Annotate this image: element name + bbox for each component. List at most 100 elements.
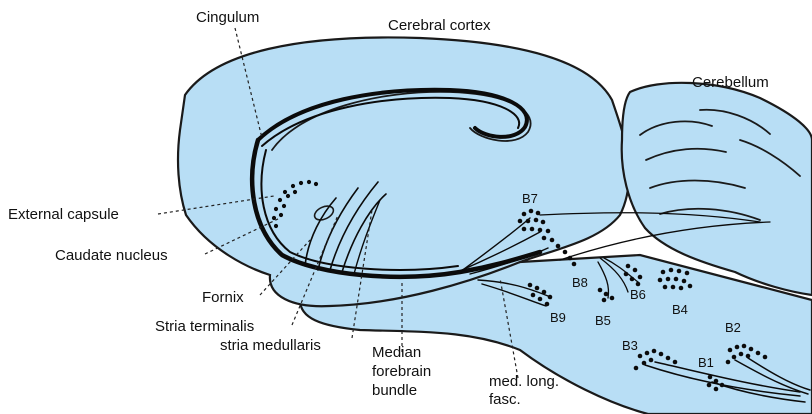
cell-dot xyxy=(714,387,719,392)
cell-dot xyxy=(550,238,555,243)
label-b4: B4 xyxy=(672,302,688,317)
cell-dot xyxy=(669,268,674,273)
cell-dot xyxy=(726,360,731,365)
label-b1: B1 xyxy=(698,355,714,370)
cell-dot xyxy=(282,204,286,208)
cell-dot xyxy=(659,352,664,357)
cell-dot xyxy=(545,302,550,307)
cell-dot xyxy=(636,282,641,287)
cell-dot xyxy=(542,236,547,241)
cell-dot xyxy=(548,295,553,300)
cell-dot xyxy=(604,292,609,297)
cell-dot xyxy=(728,348,733,353)
cell-dot xyxy=(677,269,682,274)
cell-dot xyxy=(732,355,737,360)
cell-dot xyxy=(658,278,663,283)
label-b8: B8 xyxy=(572,275,588,290)
label-cingulum: Cingulum xyxy=(196,9,259,26)
cell-dot xyxy=(708,375,713,380)
label-fornix: Fornix xyxy=(202,289,244,306)
cell-dot xyxy=(749,347,754,352)
cell-dot xyxy=(542,290,547,295)
cell-dot xyxy=(674,277,679,282)
label-external-capsule: External capsule xyxy=(8,206,119,223)
cell-dot xyxy=(714,379,719,384)
cell-dot xyxy=(735,345,740,350)
cell-dot xyxy=(541,220,546,225)
cell-dot xyxy=(685,271,690,276)
cell-dot xyxy=(720,383,725,388)
cell-dot xyxy=(688,284,693,289)
cell-dot xyxy=(742,344,747,349)
cell-dot xyxy=(666,277,671,282)
cell-dot xyxy=(307,180,311,184)
cell-dot xyxy=(598,288,603,293)
label-stria-medullaris: stria medullaris xyxy=(220,337,321,354)
cell-dot xyxy=(538,228,543,233)
cell-dot xyxy=(528,283,533,288)
cell-dot xyxy=(671,285,676,290)
cell-dot xyxy=(314,182,318,186)
label-b2: B2 xyxy=(725,320,741,335)
cell-dot xyxy=(602,298,607,303)
cell-dot xyxy=(546,229,551,234)
cell-dot xyxy=(756,351,761,356)
cell-dot xyxy=(530,227,535,232)
cell-dot xyxy=(679,286,684,291)
label-median-forebrain-bundle: Median forebrain bundle xyxy=(372,344,435,399)
cell-dot xyxy=(649,358,654,363)
label-b6: B6 xyxy=(630,287,646,302)
cell-dot xyxy=(283,190,287,194)
label-med-long-fasc: med. long. fasc. xyxy=(489,373,563,408)
cell-dot xyxy=(645,351,650,356)
label-cerebral-cortex: Cerebral cortex xyxy=(388,17,491,34)
label-b5: B5 xyxy=(595,313,611,328)
cell-dot xyxy=(291,184,295,188)
cell-dot xyxy=(610,296,615,301)
cell-dot xyxy=(556,244,561,249)
cell-dot xyxy=(652,349,657,354)
cell-dot xyxy=(522,212,527,217)
cell-dot xyxy=(299,181,303,185)
cell-dot xyxy=(522,227,527,232)
label-b9: B9 xyxy=(550,310,566,325)
cell-dot xyxy=(286,194,290,198)
cell-dot xyxy=(536,211,541,216)
cell-dot xyxy=(638,354,643,359)
cell-dot xyxy=(518,219,523,224)
label-b3: B3 xyxy=(622,338,638,353)
label-stria-terminalis: Stria terminalis xyxy=(155,318,254,335)
cell-dot xyxy=(572,262,577,267)
cell-dot xyxy=(531,293,536,298)
cell-dot xyxy=(633,268,638,273)
label-cerebellum: Cerebellum xyxy=(692,74,769,91)
cell-dot xyxy=(535,286,540,291)
cell-dot xyxy=(534,218,539,223)
cell-dot xyxy=(626,264,631,269)
cell-dot xyxy=(526,219,531,224)
cell-dot xyxy=(642,361,647,366)
cell-dot xyxy=(538,297,543,302)
label-b7: B7 xyxy=(522,191,538,206)
cell-dot xyxy=(634,366,639,371)
cell-dot xyxy=(278,198,282,202)
cell-dot xyxy=(673,360,678,365)
cell-dot xyxy=(682,279,687,284)
cell-dot xyxy=(272,216,276,220)
cell-dot xyxy=(274,207,278,211)
cell-dot xyxy=(707,383,712,388)
cell-dot xyxy=(274,224,278,228)
cell-dot xyxy=(293,190,297,194)
cell-dot xyxy=(746,354,751,359)
cell-dot xyxy=(529,209,534,214)
cell-dot xyxy=(763,355,768,360)
cell-dot xyxy=(663,285,668,290)
label-caudate-nucleus: Caudate nucleus xyxy=(55,247,168,264)
cell-dot xyxy=(638,275,643,280)
cell-dot xyxy=(568,256,573,261)
cell-dot xyxy=(563,250,568,255)
cell-dot xyxy=(739,352,744,357)
cell-dot xyxy=(661,270,666,275)
cell-dot xyxy=(279,213,283,217)
